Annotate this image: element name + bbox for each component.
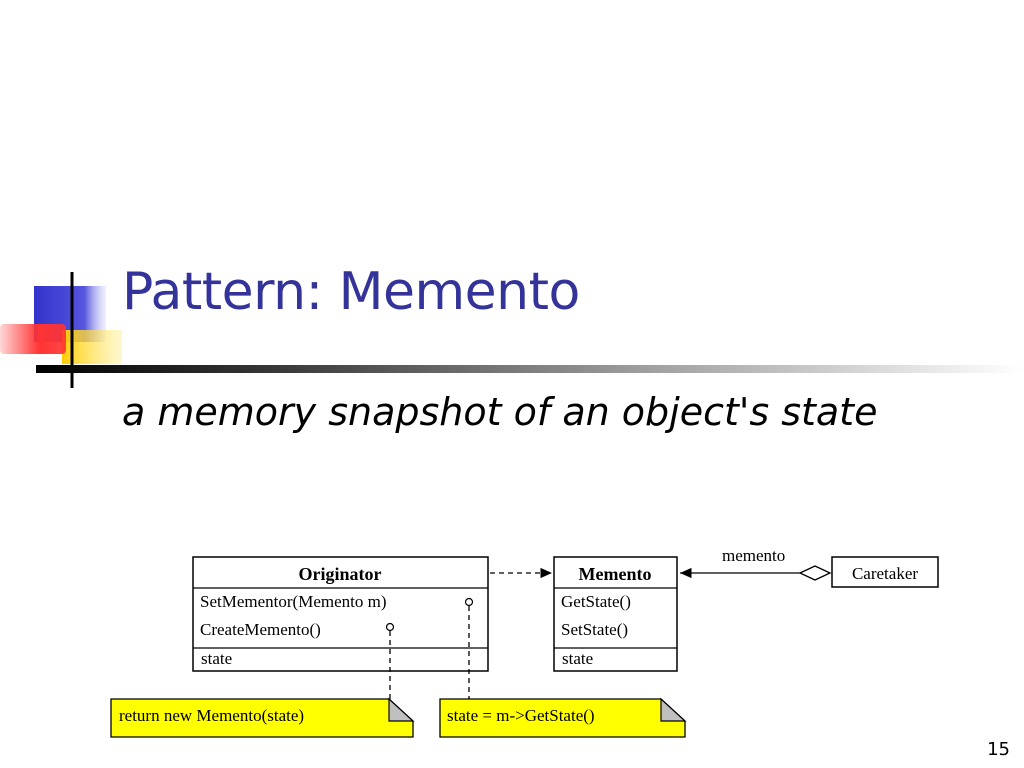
slide-number: 15	[987, 739, 1010, 760]
memento-operation: GetState()	[561, 592, 631, 611]
slide-decoration	[0, 272, 122, 388]
title-underline	[36, 365, 1024, 373]
originator-operation: SetMementor(Memento m)	[200, 592, 387, 611]
aggregation-diamond	[798, 565, 832, 581]
association-label: memento	[722, 546, 785, 565]
deco-red-bar	[0, 324, 66, 354]
note-text: return new Memento(state)	[119, 706, 304, 725]
slide-subtitle: a memory snapshot of an object's state	[122, 390, 878, 434]
note-text: state = m->GetState()	[447, 706, 595, 725]
originator-class: Originator SetMementor(Memento m) Create…	[192, 556, 489, 672]
memento-attribute: state	[562, 649, 593, 668]
originator-operation: CreateMemento()	[200, 620, 321, 639]
note-create-memento: return new Memento(state)	[110, 697, 415, 738]
note-set-memento: state = m->GetState()	[439, 697, 687, 738]
memento-class: Memento GetState() SetState() state	[553, 556, 678, 672]
caretaker-name: Caretaker	[852, 564, 918, 583]
originator-name: Originator	[299, 564, 382, 584]
memento-operation: SetState()	[561, 620, 628, 639]
slide-title: Pattern: Memento	[122, 262, 580, 322]
caretaker-class: Caretaker	[831, 556, 939, 588]
memento-name: Memento	[579, 564, 652, 584]
originator-attribute: state	[201, 649, 232, 668]
